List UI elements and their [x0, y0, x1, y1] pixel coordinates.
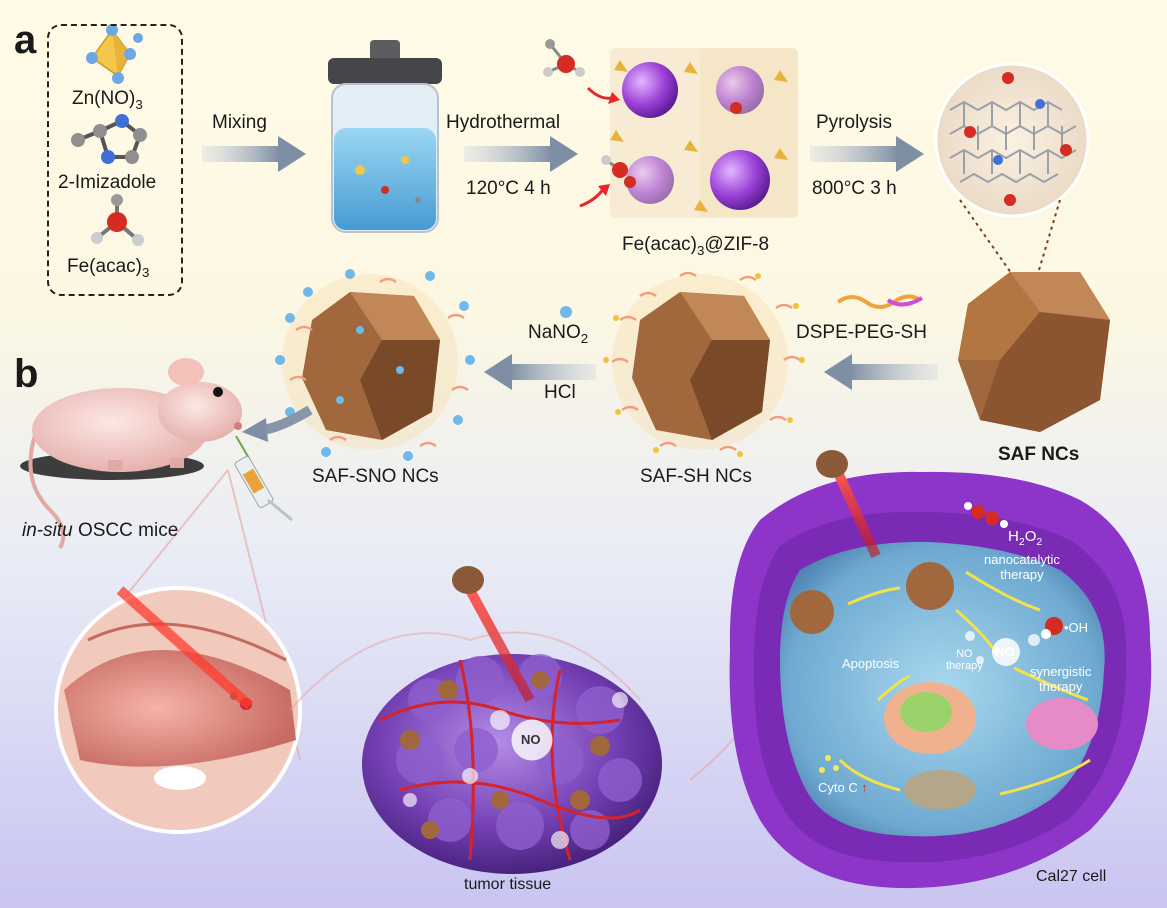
dspe-peg-polymer-icon	[836, 294, 924, 309]
pegylation-arrow	[824, 354, 938, 390]
cal27-cell-label: Cal27 cell	[1036, 868, 1107, 885]
zif8-label: Fe(acac)3@ZIF-8	[622, 234, 770, 258]
hydrothermal-label: Hydrothermal	[446, 112, 561, 133]
dspe-peg-label: DSPE-PEG-SH	[796, 322, 927, 343]
hydrothermal-arrow	[464, 136, 578, 172]
zn-nitrate-molecule-icon	[86, 24, 143, 84]
mixing-arrow	[202, 136, 306, 172]
cal27-cell-icon	[689, 450, 1152, 889]
nucleus-icon	[884, 682, 976, 754]
pyrolysis-label: Pyrolysis	[816, 112, 893, 133]
h2o2-molecule-icon	[964, 502, 1008, 528]
fe-acac-label: Fe(acac)3	[67, 256, 150, 280]
fe-acac-molecule-icon	[91, 194, 144, 246]
nitrosation-arrow	[484, 306, 596, 390]
saf-label: SAF NCs	[998, 444, 1080, 465]
imidazole-label: 2-Imizadole	[58, 172, 157, 193]
zif8-framework-icon	[610, 48, 798, 218]
oscc-mice-label: in-situ OSCC mice	[22, 520, 179, 541]
mixing-label: Mixing	[212, 112, 267, 133]
hydroxyl-radical-icon	[1041, 617, 1063, 639]
water-molecule-icon-2	[579, 155, 628, 208]
cyto-c-label: Cyto C ↑	[818, 780, 868, 795]
tumor-tissue-icon	[289, 566, 662, 874]
pyrolysis-arrow	[810, 136, 924, 172]
h2o2-label: H2O2	[1008, 528, 1043, 548]
hydrothermal-condition: 120°C 4 h	[466, 178, 551, 199]
pyrolysis-condition: 800°C 3 h	[812, 178, 897, 199]
reagents-box	[47, 24, 183, 296]
saf-sno-nanoparticle-icon	[275, 269, 475, 461]
oral-cavity-zoom-icon	[54, 469, 302, 834]
panel-b-label: b	[14, 352, 39, 396]
zn-nitrate-label: Zn(NO)3	[72, 88, 143, 112]
saf-sno-label: SAF-SNO NCs	[312, 466, 439, 487]
imidazole-molecule-icon	[71, 114, 147, 164]
tumor-no-label: NO	[521, 732, 541, 747]
apoptosis-label: Apoptosis	[842, 656, 900, 671]
up-arrow-icon: ↑	[861, 780, 868, 795]
syringe-icon	[234, 435, 293, 522]
hcl-label: HCl	[544, 382, 576, 403]
tumor-tissue-label: tumor tissue	[464, 876, 552, 893]
saf-sh-nanoparticle-icon	[603, 271, 805, 457]
single-atom-lattice-icon	[934, 62, 1090, 301]
no-bubble-label: NO	[995, 644, 1015, 659]
saf-sh-label: SAF-SH NCs	[640, 466, 752, 487]
mouse-model-icon	[20, 358, 242, 549]
mitochondria-icon	[904, 698, 1098, 810]
hydroxyl-label: •OH	[1064, 620, 1089, 635]
water-molecule-icon	[543, 39, 620, 104]
saf-nanocage-icon	[958, 272, 1110, 432]
injection-arrow	[242, 405, 313, 442]
reaction-vessel-icon	[328, 40, 442, 233]
panel-a-label: a	[14, 18, 37, 62]
nano2-label: NaNO2	[528, 322, 589, 346]
